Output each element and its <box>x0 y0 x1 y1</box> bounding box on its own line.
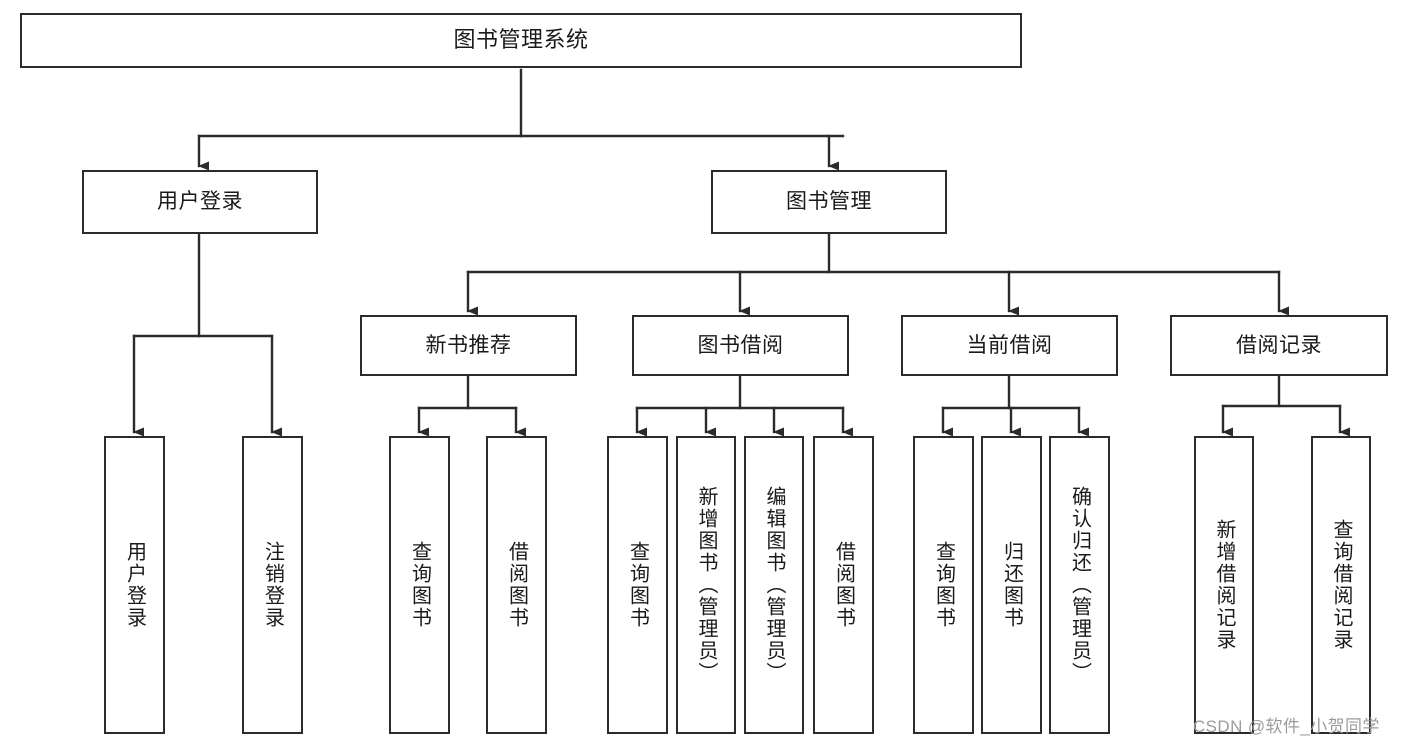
node-label-leaf-add-book: 新增图书（管理员） <box>695 486 717 684</box>
node-leaf-borrow-book-2[interactable]: 借阅图书 <box>813 436 874 734</box>
node-leaf-return-book[interactable]: 归还图书 <box>981 436 1042 734</box>
node-leaf-add-record[interactable]: 新增借阅记录 <box>1194 436 1254 734</box>
node-leaf-borrow-book-1[interactable]: 借阅图书 <box>486 436 547 734</box>
node-label-leaf-add-record: 新增借阅记录 <box>1213 519 1235 651</box>
node-label-leaf-confirm-return: 确认归还（管理员） <box>1068 486 1091 684</box>
node-label-leaf-logout: 注销登录 <box>261 541 284 629</box>
node-label-leaf-query-book-3: 查询图书 <box>932 541 955 629</box>
node-current-borrow[interactable]: 当前借阅 <box>901 315 1118 376</box>
node-leaf-confirm-return[interactable]: 确认归还（管理员） <box>1049 436 1110 734</box>
node-label-root: 图书管理系统 <box>453 27 589 53</box>
node-root-system[interactable]: 图书管理系统 <box>20 13 1022 68</box>
node-label-leaf-borrow-book-2: 借阅图书 <box>832 541 855 629</box>
node-leaf-query-book-2[interactable]: 查询图书 <box>607 436 668 734</box>
node-label-leaf-query-record: 查询借阅记录 <box>1330 519 1352 651</box>
node-user-login[interactable]: 用户登录 <box>82 170 318 234</box>
node-leaf-edit-book[interactable]: 编辑图书（管理员） <box>744 436 804 734</box>
node-label-leaf-query-book-2: 查询图书 <box>626 541 649 629</box>
node-leaf-add-book[interactable]: 新增图书（管理员） <box>676 436 736 734</box>
node-new-book-recommend[interactable]: 新书推荐 <box>360 315 577 376</box>
node-label-leaf-return-book: 归还图书 <box>1000 541 1023 629</box>
node-leaf-user-login[interactable]: 用户登录 <box>104 436 165 734</box>
node-label-user-login: 用户登录 <box>157 190 243 214</box>
node-leaf-logout[interactable]: 注销登录 <box>242 436 303 734</box>
node-book-manage[interactable]: 图书管理 <box>711 170 947 234</box>
node-label-book-manage: 图书管理 <box>786 190 872 214</box>
node-label-borrow-record: 借阅记录 <box>1236 333 1322 357</box>
node-book-borrow[interactable]: 图书借阅 <box>632 315 849 376</box>
node-label-leaf-edit-book: 编辑图书（管理员） <box>763 486 785 684</box>
node-label-leaf-user-login: 用户登录 <box>123 541 146 629</box>
node-leaf-query-book-1[interactable]: 查询图书 <box>389 436 450 734</box>
node-leaf-query-record[interactable]: 查询借阅记录 <box>1311 436 1371 734</box>
node-label-current-borrow: 当前借阅 <box>966 333 1053 357</box>
node-label-book-borrow: 图书借阅 <box>697 333 784 357</box>
node-label-leaf-borrow-book-1: 借阅图书 <box>505 541 528 629</box>
node-borrow-record[interactable]: 借阅记录 <box>1170 315 1388 376</box>
node-label-leaf-query-book-1: 查询图书 <box>408 541 431 629</box>
node-label-new-book-recommend: 新书推荐 <box>425 333 512 357</box>
node-leaf-query-book-3[interactable]: 查询图书 <box>913 436 974 734</box>
